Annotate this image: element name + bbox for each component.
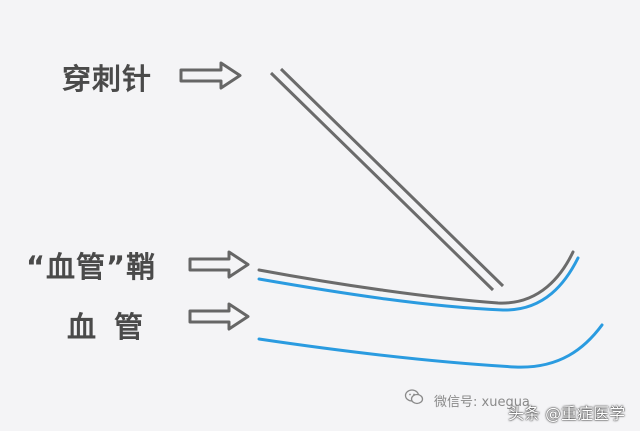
puncture-needle — [269, 67, 505, 292]
wechat-watermark: 微信号: xuegua — [434, 395, 530, 410]
sheath-label: “血管”鞘 — [26, 250, 157, 284]
needle-label: 穿刺针 — [62, 62, 153, 96]
vessel-line — [257, 323, 604, 369]
vessel-label: 血管 — [67, 310, 162, 344]
wechat-icon — [404, 389, 424, 405]
vessel-arrow-icon — [188, 302, 250, 331]
needle-arrow-icon — [179, 61, 242, 90]
toutiao-watermark: 头条 @重症医学 — [508, 404, 626, 423]
sheath-arrow-icon — [188, 250, 250, 279]
sheath-line — [257, 250, 575, 305]
sheath-vessel-wall-line — [257, 256, 580, 312]
